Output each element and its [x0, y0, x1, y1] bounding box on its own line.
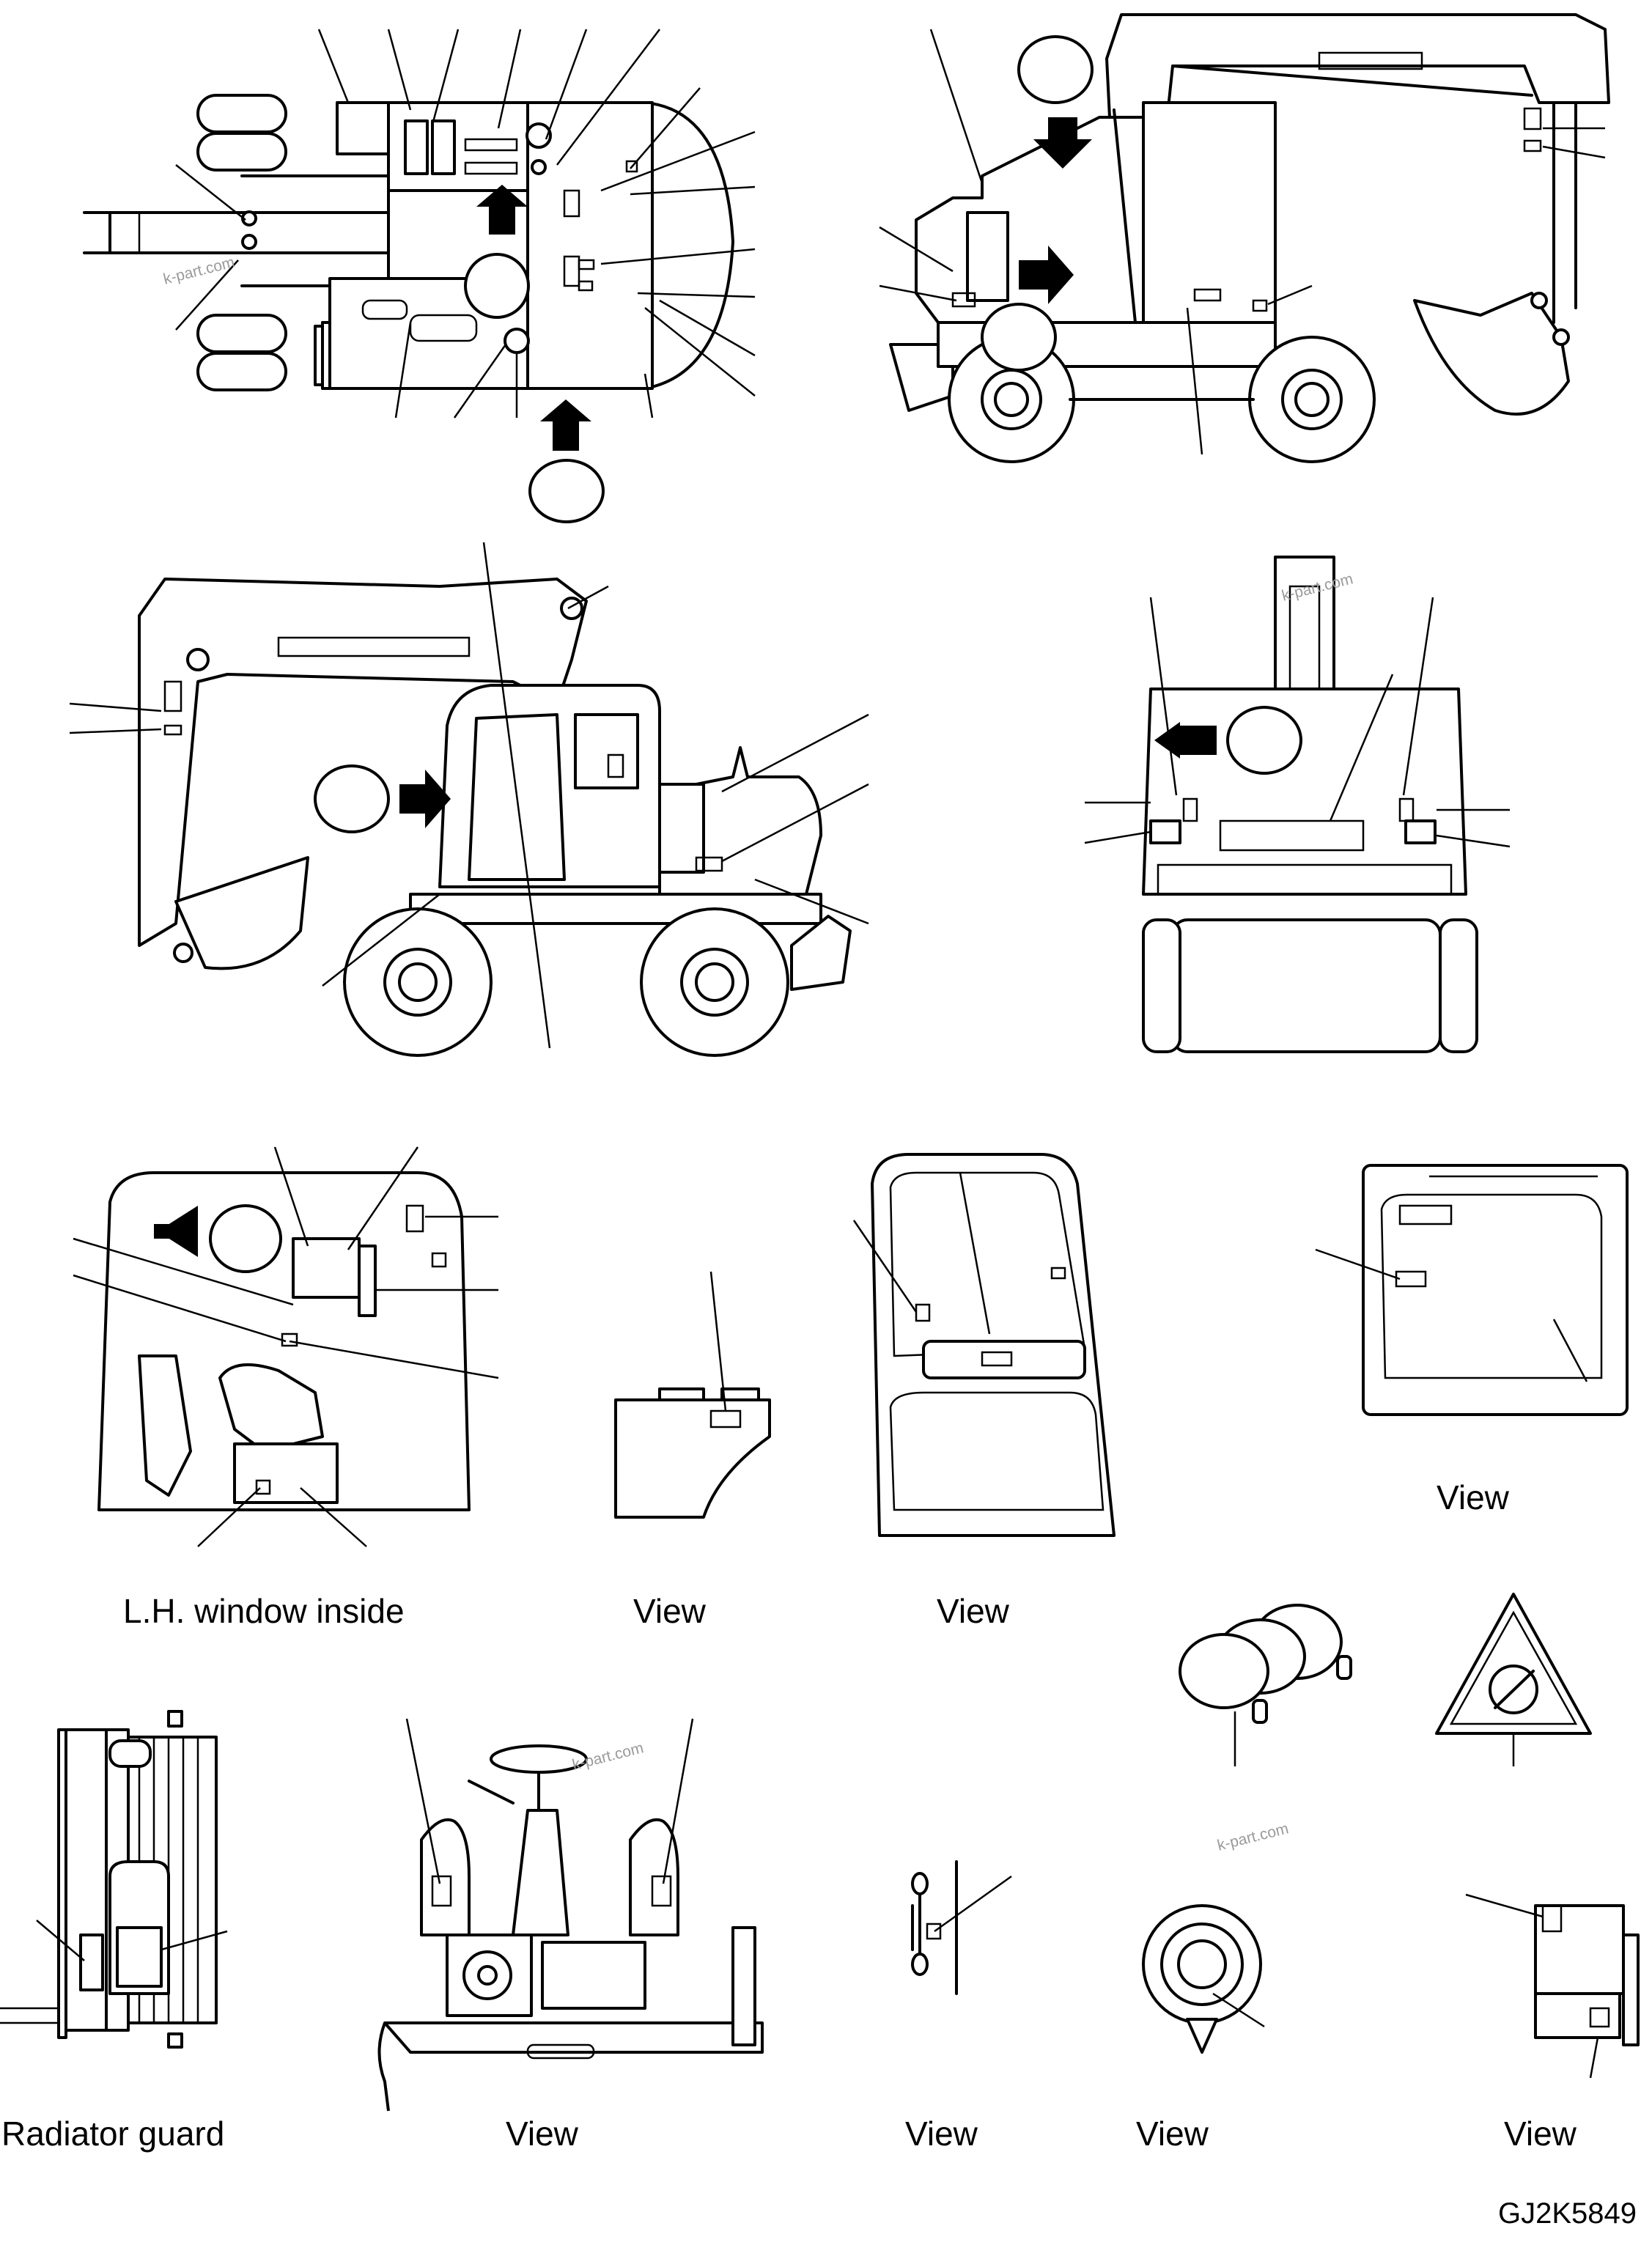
warning-triangle-decal [1435, 1593, 1592, 1766]
caption-view: View [1136, 2115, 1209, 2153]
radiator-guard-drawing [0, 1710, 228, 2049]
view-engine-box [614, 1271, 771, 1519]
view-cab-door [852, 1153, 1116, 1537]
left-side-view-machine [69, 542, 869, 1057]
lh-window-inside-drawing [73, 1146, 499, 1547]
rear-view-machine [1084, 556, 1511, 1053]
view-battery-box [1465, 1893, 1640, 2079]
caption-view: View [506, 2115, 578, 2153]
caption-view: View [905, 2115, 978, 2153]
caption-view: View [1504, 2115, 1577, 2153]
caption-view: View [1437, 1478, 1509, 1516]
caption-view: View [937, 1592, 1009, 1630]
caption-lh-window-inside: L.H. window inside [123, 1592, 405, 1630]
view-fuel-cap [1142, 1904, 1265, 2054]
caption-view: View [633, 1592, 706, 1630]
top-view-machine [83, 29, 756, 523]
view-hose-fitting [911, 1860, 1012, 1995]
view-operator-console [377, 1718, 764, 2112]
view-rear-panel [1315, 1164, 1629, 1416]
caption-radiator-guard: Radiator guard [1, 2115, 225, 2153]
drawing-code: GJ2K5849 [1498, 2197, 1637, 2230]
right-side-view-machine [879, 13, 1610, 463]
accumulator-drawing [1179, 1604, 1352, 1766]
